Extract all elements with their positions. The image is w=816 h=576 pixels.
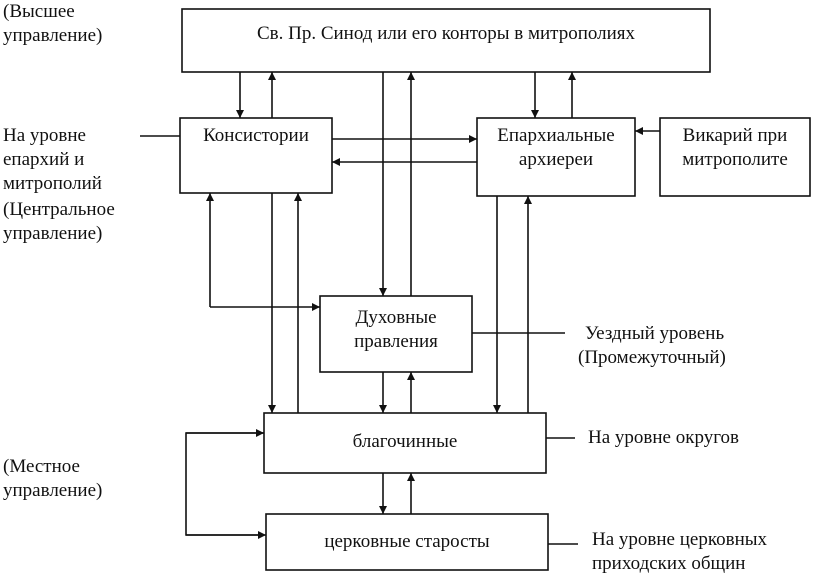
- consistory-box: [179, 117, 333, 194]
- parish-level-label-line1: На уровне церковных: [592, 529, 767, 550]
- uyezd-level-label-line1: Уездный уровень: [585, 323, 725, 344]
- deans-box: [263, 412, 547, 474]
- synod-label: Св. Пр. Синод или его конторы в митропол…: [256, 23, 636, 44]
- spiritual-label-line2: правления: [354, 331, 438, 352]
- local-level-bracket: [185, 432, 264, 536]
- bishops-box: [476, 117, 636, 197]
- vicar-label-line2: митрополите: [682, 149, 788, 170]
- deans-label: благочинные: [352, 431, 458, 452]
- eparchy-level-label-line1: На уровне: [3, 125, 86, 146]
- spiritual-box: [319, 295, 473, 373]
- higher-level-label-line1: (Высшее: [3, 1, 75, 22]
- spiritual-label-line1: Духовные: [355, 307, 437, 328]
- parish-level-label-line2: приходских общин: [592, 553, 746, 574]
- eparchy-level-label-line5: управление): [3, 223, 103, 244]
- local-level-label-line2: управление): [3, 480, 103, 501]
- eparchy-level-label-line4: (Центральное: [3, 199, 115, 220]
- consistory-label: Консистории: [203, 125, 309, 146]
- local-level-label-line1: (Местное: [3, 456, 80, 477]
- higher-level-label-line2: управление): [3, 25, 103, 46]
- vicar-box: [659, 117, 811, 197]
- elders-box: [265, 513, 549, 571]
- synod-box: [181, 8, 711, 73]
- okrug-level-label: На уровне округов: [588, 427, 739, 448]
- bishops-label-line1: Епархиальные: [497, 125, 615, 146]
- eparchy-level-label-line2: епархий и: [3, 149, 85, 170]
- eparchy-level-label-line3: митрополий: [3, 173, 102, 194]
- bishops-label-line2: архиереи: [518, 149, 594, 170]
- vicar-label-line1: Викарий при: [682, 125, 788, 146]
- uyezd-level-label-line2: (Промежуточный): [578, 347, 726, 368]
- elders-label: церковные старосты: [324, 531, 490, 552]
